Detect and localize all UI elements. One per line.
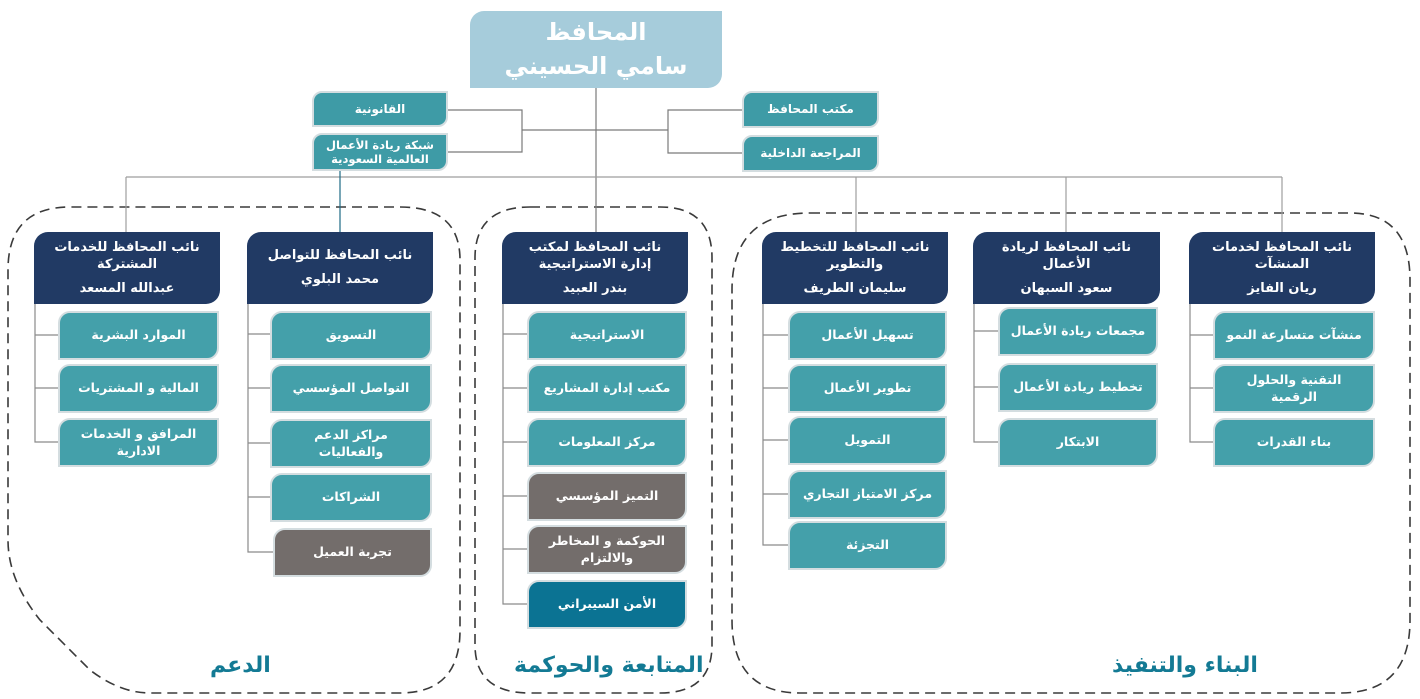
unit-box[interactable]: التقنية والحلول الرقمية <box>1213 364 1375 413</box>
unit-box[interactable]: الاستراتيجية <box>527 311 687 360</box>
unit-label: مجمعات ريادة الأعمال <box>1010 323 1146 339</box>
deputy-title: نائب المحافظ لمكتب إدارة الاستراتيجية <box>528 239 662 273</box>
branches-entrepreneurship <box>973 304 998 443</box>
staff-legal-label: القانونية <box>354 101 406 116</box>
unit-box[interactable]: تسهيل الأعمال <box>788 311 947 360</box>
unit-box[interactable]: تجربة العميل <box>273 528 432 577</box>
deputy-name: سعود السبهان <box>1020 280 1113 296</box>
unit-box[interactable]: الشراكات <box>270 473 432 522</box>
unit-box[interactable]: التجزئة <box>788 521 947 570</box>
unit-box[interactable]: مراكز الدعم والفعاليات <box>270 419 432 468</box>
staff-governor-office[interactable]: مكتب المحافظ <box>742 91 879 128</box>
unit-label: تطوير الأعمال <box>823 380 912 396</box>
unit-box[interactable]: بناء القدرات <box>1213 418 1375 467</box>
deputy-header-planning[interactable]: نائب المحافظ للتخطيط والتطوير سليمان الطر… <box>762 232 948 304</box>
unit-label: التواصل المؤسسي <box>292 380 410 396</box>
unit-label: تجربة العميل <box>313 544 392 560</box>
staff-gen-network[interactable]: شبكة ريادة الأعمال العالمية السعودية <box>312 133 448 171</box>
deputy-title: نائب المحافظ لخدمات المنشآت <box>1212 239 1352 273</box>
unit-label: مركز الامتياز التجاري <box>802 486 933 502</box>
unit-label: المرافق و الخدمات الادارية <box>80 425 197 458</box>
staff-governor-office-label: مكتب المحافظ <box>767 102 854 117</box>
deputy-header-communication[interactable]: نائب المحافظ للتواصل محمد البلوي <box>247 232 433 304</box>
unit-box[interactable]: تخطيط ريادة الأعمال <box>998 363 1158 412</box>
staff-internal-audit[interactable]: المراجعة الداخلية <box>742 135 879 172</box>
unit-label: التسويق <box>325 327 377 343</box>
unit-label: الحوكمة و المخاطر والالتزام <box>548 532 666 565</box>
unit-label: تخطيط ريادة الأعمال <box>1013 379 1143 395</box>
unit-label: التمويل <box>844 432 891 448</box>
unit-label: الاستراتيجية <box>569 327 645 343</box>
governor-title: المحافظ <box>545 17 647 46</box>
unit-box[interactable]: منشآت متسارعة النمو <box>1213 311 1375 360</box>
branches-shared-services <box>34 304 58 443</box>
unit-label: الابتكار <box>1056 434 1100 450</box>
deputy-header-entrepreneurship[interactable]: نائب المحافظ لريادة الأعمال سعود السبهان <box>973 232 1160 304</box>
unit-label: التجزئة <box>845 537 890 553</box>
deputy-name: ريان الفايز <box>1247 280 1317 296</box>
unit-box[interactable]: التواصل المؤسسي <box>270 364 432 413</box>
unit-box[interactable]: مكتب إدارة المشاريع <box>527 364 687 413</box>
unit-box[interactable]: الحوكمة و المخاطر والالتزام <box>527 525 687 574</box>
staff-legal[interactable]: القانونية <box>312 91 448 127</box>
staff-internal-audit-label: المراجعة الداخلية <box>760 146 861 161</box>
unit-label: التميز المؤسسي <box>555 488 659 504</box>
deputy-name: محمد البلوي <box>300 272 380 287</box>
deputy-name: عبدالله المسعد <box>79 280 175 296</box>
unit-label: مراكز الدعم والفعاليات <box>314 426 388 459</box>
unit-box[interactable]: المالية و المشتريات <box>58 364 219 413</box>
unit-label: مركز المعلومات <box>558 434 656 450</box>
unit-label: بناء القدرات <box>1256 434 1332 450</box>
deputy-title: نائب المحافظ للتواصل <box>267 248 413 264</box>
unit-box[interactable]: التميز المؤسسي <box>527 472 687 521</box>
unit-box[interactable]: مجمعات ريادة الأعمال <box>998 307 1158 356</box>
deputy-header-strategy[interactable]: نائب المحافظ لمكتب إدارة الاستراتيجية بند… <box>502 232 688 304</box>
group-label-support: الدعم <box>210 653 271 678</box>
branches-strategy <box>502 304 527 605</box>
unit-label: منشآت متسارعة النمو <box>1226 327 1362 343</box>
unit-box[interactable]: مركز المعلومات <box>527 418 687 467</box>
deputy-title: نائب المحافظ لريادة الأعمال <box>1001 239 1132 273</box>
group-label-build: البناء والتنفيذ <box>1112 653 1258 678</box>
unit-label: الشراكات <box>321 489 381 505</box>
deputy-title: نائب المحافظ للخدمات المشتركة <box>54 239 200 273</box>
deputy-name: بندر العبيد <box>562 280 628 296</box>
unit-label: التقنية والحلول الرقمية <box>1246 371 1342 404</box>
governor-name: سامي الحسيني <box>504 51 688 80</box>
unit-label: المالية و المشتريات <box>78 380 199 396</box>
unit-label: تسهيل الأعمال <box>821 327 914 343</box>
unit-box[interactable]: مركز الامتياز التجاري <box>788 470 947 519</box>
unit-box[interactable]: الابتكار <box>998 418 1158 467</box>
unit-box[interactable]: تطوير الأعمال <box>788 364 947 413</box>
unit-box[interactable]: التمويل <box>788 416 947 465</box>
governor-box[interactable]: المحافظ سامي الحسيني <box>470 11 722 88</box>
group-label-governance: المتابعة والحوكمة <box>514 653 704 678</box>
unit-label: الموارد البشرية <box>91 327 186 343</box>
unit-label: مكتب إدارة المشاريع <box>543 380 671 396</box>
staff-gen-network-label: شبكة ريادة الأعمال العالمية السعودية <box>326 137 434 166</box>
unit-box[interactable]: المرافق و الخدمات الادارية <box>58 418 219 467</box>
deputy-header-shared-services[interactable]: نائب المحافظ للخدمات المشتركة عبدالله الم… <box>34 232 220 304</box>
deputy-name: سليمان الطريف <box>803 280 907 296</box>
branches-enterprise-services <box>1189 304 1213 443</box>
deputy-title: نائب المحافظ للتخطيط والتطوير <box>780 239 930 273</box>
deputy-header-enterprise-services[interactable]: نائب المحافظ لخدمات المنشآت ريان الفايز <box>1189 232 1375 304</box>
unit-box[interactable]: الموارد البشرية <box>58 311 219 360</box>
unit-box[interactable]: التسويق <box>270 311 432 360</box>
branches-planning <box>762 304 788 546</box>
unit-box[interactable]: الأمن السيبراني <box>527 580 687 629</box>
unit-label: الأمن السيبراني <box>557 596 657 612</box>
